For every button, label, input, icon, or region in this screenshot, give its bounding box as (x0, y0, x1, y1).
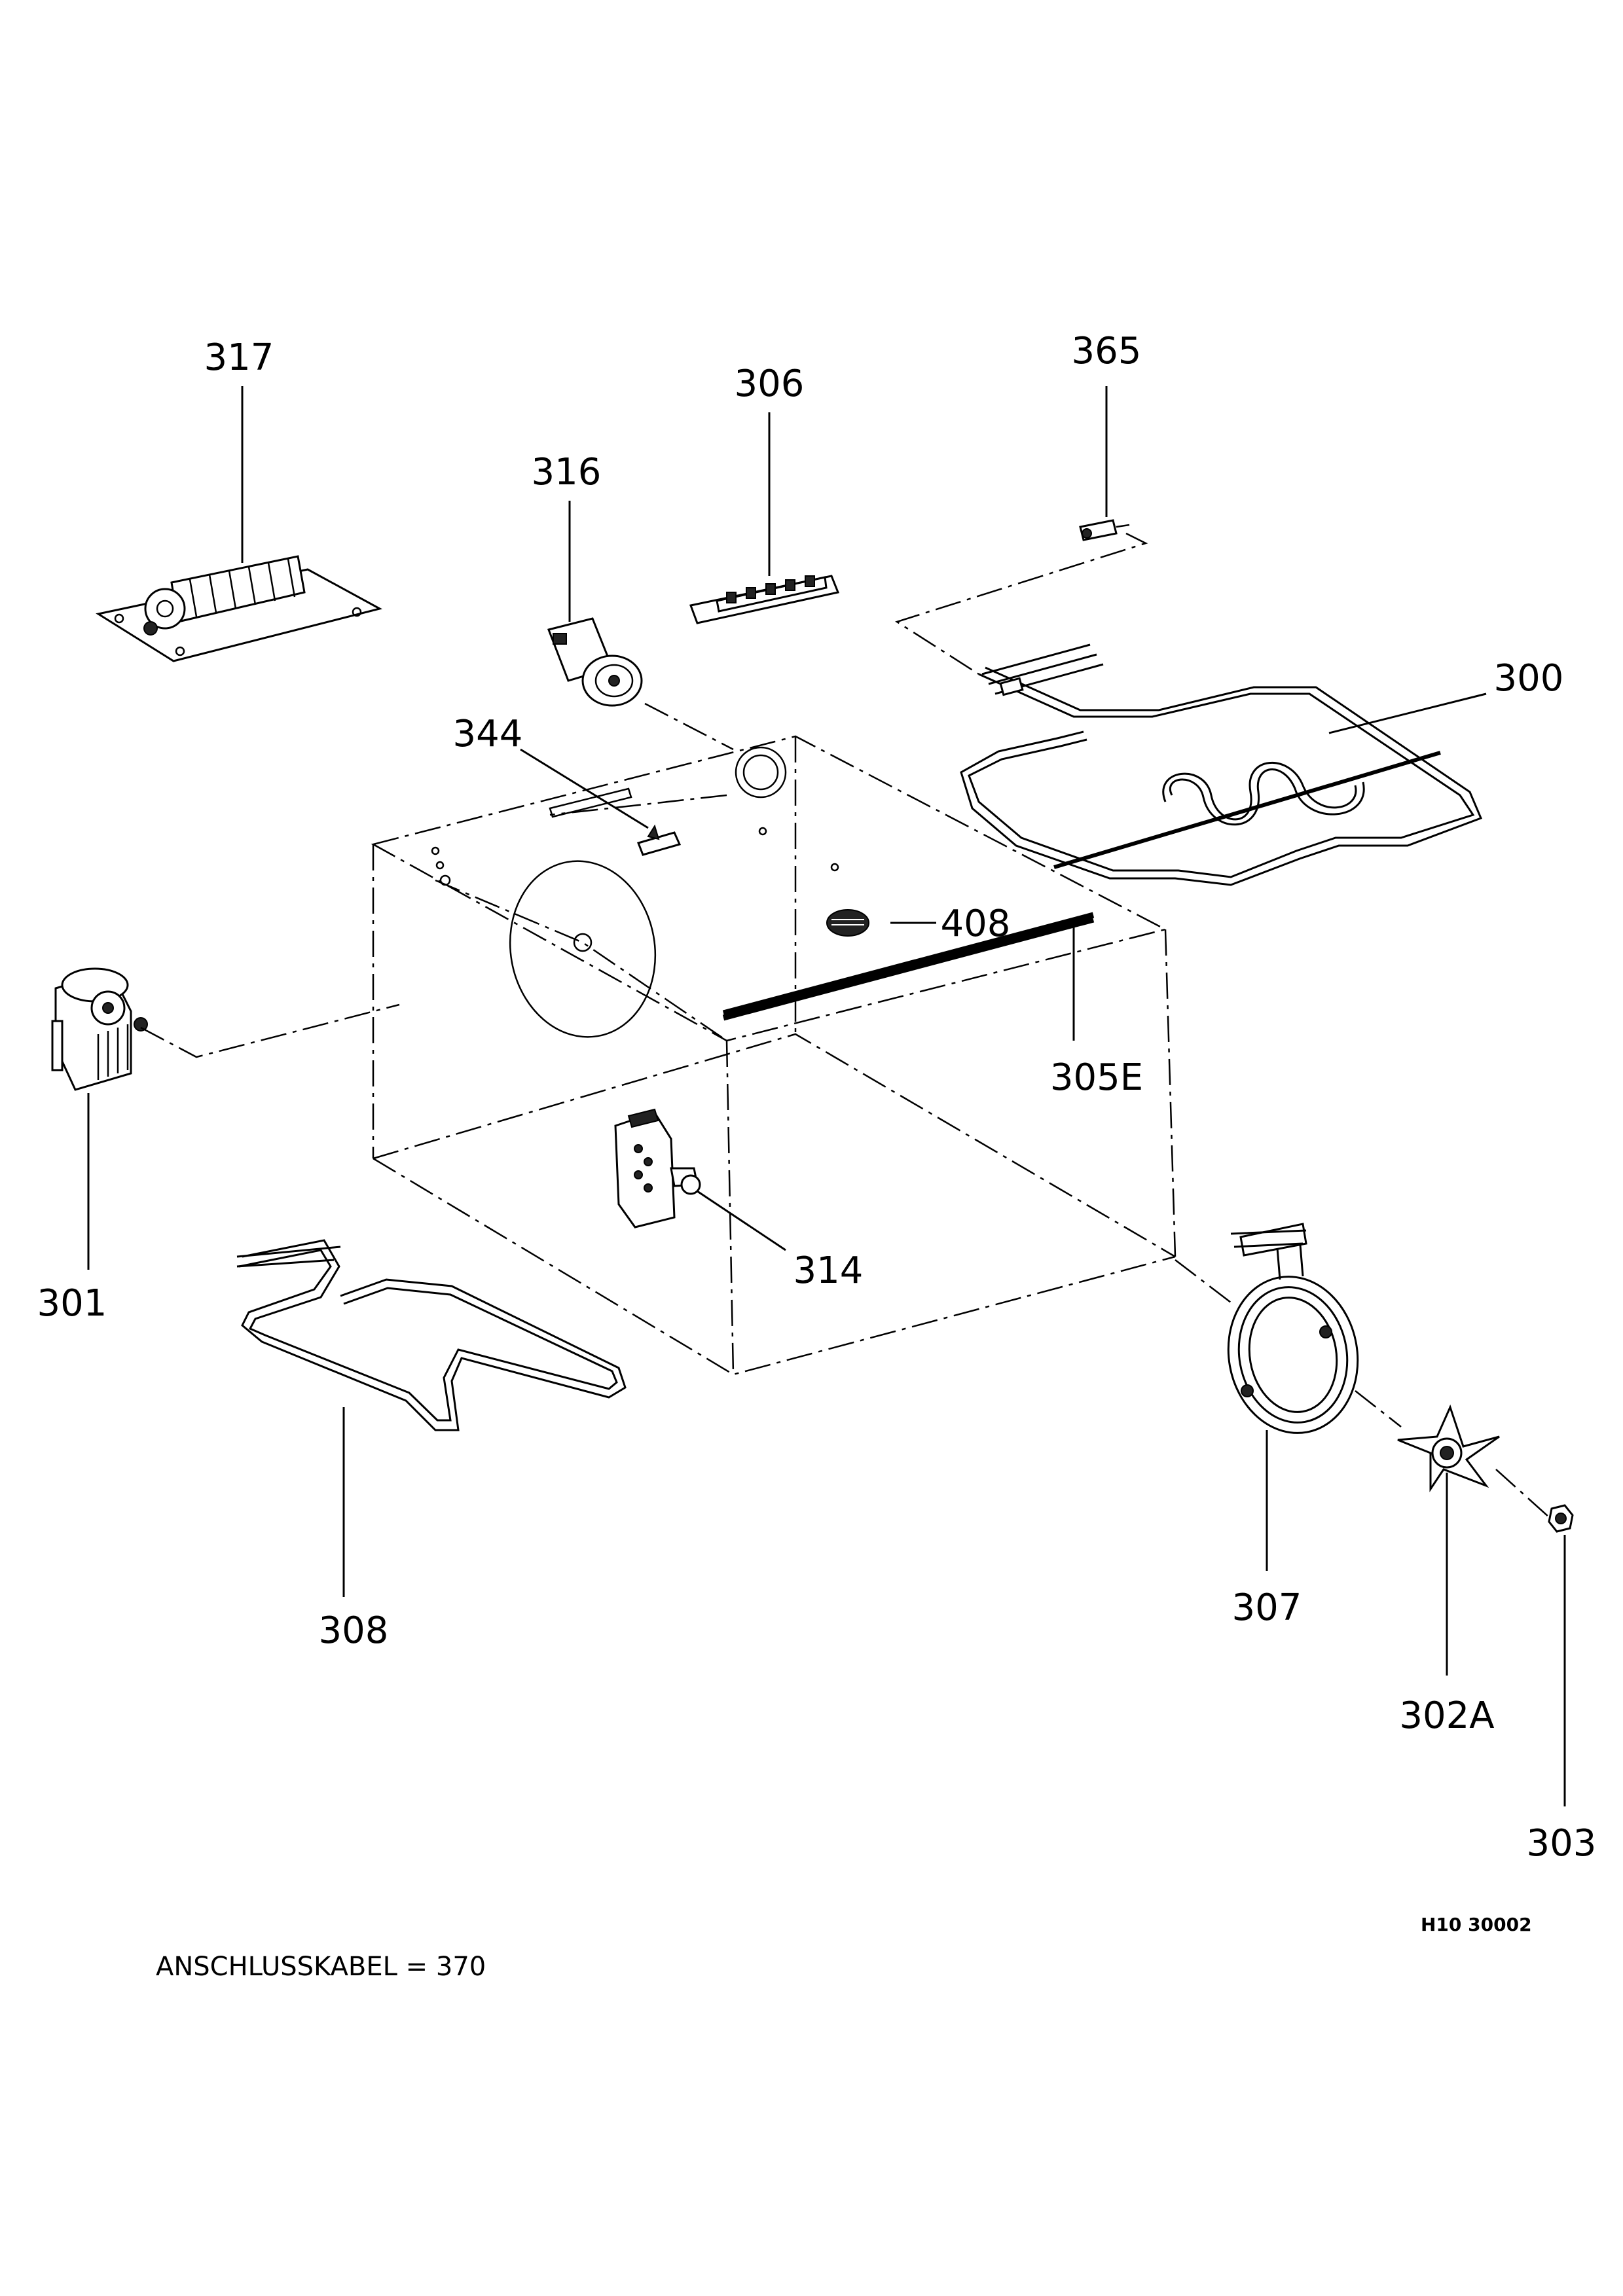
nut-303 (1548, 1504, 1574, 1533)
leader-lines (87, 386, 1566, 1806)
label-303: 303 (1527, 1822, 1597, 1865)
fan-motor-301 (51, 967, 148, 1091)
switch-314 (614, 1108, 701, 1229)
label-300: 300 (1494, 657, 1564, 700)
label-316: 316 (532, 451, 602, 493)
circular-element-307 (1227, 1223, 1359, 1434)
bottom-heating-element-308 (236, 1239, 627, 1431)
label-308: 308 (319, 1609, 389, 1652)
label-301: 301 (37, 1282, 107, 1325)
round-cover-408 (826, 909, 869, 937)
label-365: 365 (1072, 330, 1142, 372)
label-302a: 302A (1399, 1695, 1494, 1737)
label-314: 314 (793, 1249, 864, 1292)
assembly-lines (140, 532, 1550, 1518)
fan-blade-302a (1397, 1404, 1500, 1492)
label-344: 344 (453, 713, 523, 755)
label-317: 317 (204, 336, 274, 379)
terminal-block-306 (689, 575, 840, 624)
top-heating-element-300 (960, 643, 1482, 886)
label-305e: 305E (1050, 1056, 1143, 1099)
lamp-holder-316 (547, 617, 643, 707)
label-307: 307 (1232, 1587, 1302, 1629)
part-labels: 317 306 316 365 300 344 408 305E 301 314… (37, 330, 1597, 1865)
connector-365 (1079, 519, 1130, 541)
tangential-fan-317 (96, 555, 383, 662)
drawing-code: H10 30002 (1421, 1914, 1532, 1935)
clip-344 (637, 824, 682, 856)
label-408: 408 (941, 903, 1011, 945)
oven-cavity (371, 735, 1176, 1376)
label-306: 306 (735, 363, 805, 405)
cable-note: ANSCHLUSSKABEL = 370 (156, 1952, 486, 1982)
